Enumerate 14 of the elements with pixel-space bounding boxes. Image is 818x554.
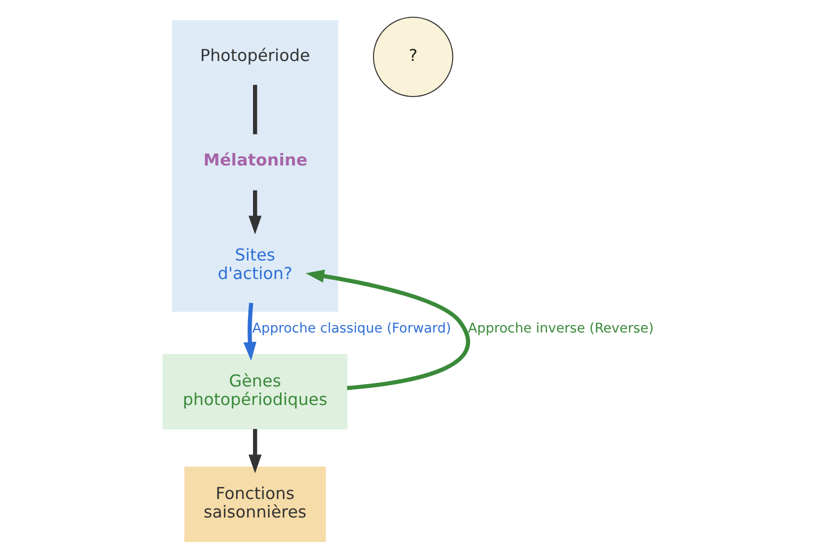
arrow [242, 302, 256, 361]
cluster [171, 20, 338, 312]
edge-label: Approche classique (Forward) [252, 321, 451, 336]
node-box: Fonctions saisonnières [184, 466, 326, 542]
node-circle: ? [372, 16, 453, 98]
edge-label: Approche inverse (Reverse) [467, 321, 654, 336]
node-text: Sites d'action? [217, 245, 292, 283]
arrow [305, 270, 470, 390]
arrow [248, 428, 262, 474]
node-text: Photopériode [200, 46, 310, 65]
connector [252, 84, 257, 134]
node-box: Gènes photopériodiques [162, 354, 348, 430]
arrow [248, 190, 262, 234]
node-text: Mélatonine [202, 150, 307, 170]
